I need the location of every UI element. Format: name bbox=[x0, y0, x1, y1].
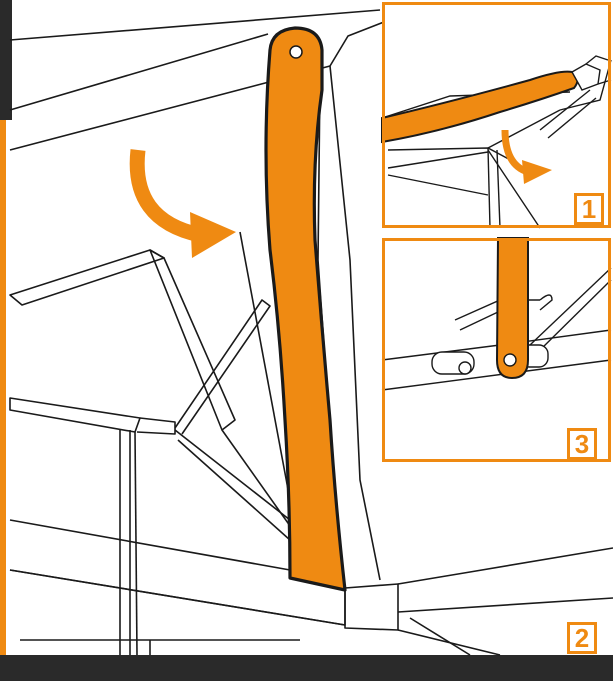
bottom-bar bbox=[0, 655, 613, 681]
pin-bolt bbox=[503, 353, 517, 367]
orange-pole-main bbox=[264, 26, 347, 592]
curved-arrow-icon bbox=[129, 149, 236, 258]
step-number-badge: 2 bbox=[567, 622, 597, 654]
step-number-badge: 3 bbox=[567, 428, 597, 460]
page-edge-strip bbox=[0, 0, 12, 660]
inset-panel-middle bbox=[381, 237, 612, 462]
inset-panel-top bbox=[381, 2, 612, 229]
orange-pole-inset-3 bbox=[495, 237, 529, 380]
pole-hole bbox=[289, 45, 303, 59]
spring-clip bbox=[571, 55, 612, 91]
step-number-badge: 1 bbox=[574, 193, 604, 225]
curved-arrow-icon bbox=[501, 129, 552, 184]
